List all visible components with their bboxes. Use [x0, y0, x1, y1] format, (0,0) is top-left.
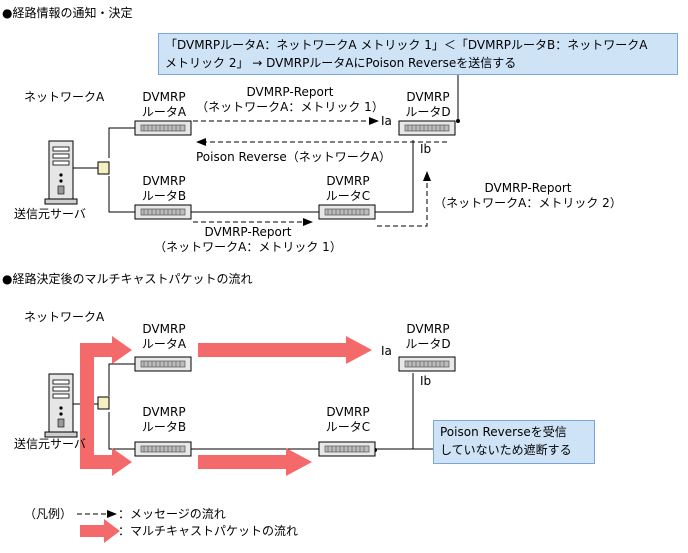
hub-2 — [97, 396, 110, 410]
router-d-2 — [398, 356, 456, 372]
interface-ia-label-1: Ia — [381, 114, 392, 128]
report-c-label: DVMRP-Report（ネットワークA：メトリック 2） — [434, 181, 622, 210]
interface-ib-label-2: Ib — [420, 374, 432, 388]
router-c-1 — [318, 204, 376, 220]
legend-red-arrow — [80, 519, 120, 543]
interface-ib-label-1: Ib — [420, 142, 432, 156]
hub-1 — [97, 161, 110, 175]
network-a-label-2: ネットワークA — [24, 310, 105, 324]
legend-multicast-flow: ：マルチキャストパケットの流れ — [118, 524, 299, 538]
source-server-label-1: 送信元サーバ — [14, 207, 86, 221]
section2-title: ●経路決定後のマルチキャストパケットの流れ — [2, 272, 253, 286]
network-links-2 — [72, 363, 435, 450]
callout-line-1: 「DVMRPルータA：ネットワークA メトリック 1」＜「DVMRPルータB：ネ… — [165, 38, 648, 52]
metric-comparison-callout: 「DVMRPルータA：ネットワークA メトリック 1」＜「DVMRPルータB：ネ… — [158, 33, 678, 75]
block-explanation-callout: Poison Reverseを受信 していないため遮断する — [433, 420, 595, 464]
network-links-1 — [72, 127, 414, 213]
multicast-flow-arrows — [80, 336, 372, 476]
callout-pointer-dot — [456, 119, 460, 123]
report-arrow-c-to-d — [377, 171, 431, 227]
legend-prefix: （凡例） — [24, 507, 73, 521]
source-server-2 — [44, 373, 78, 438]
legend-message-flow: ：メッセージの流れ — [118, 507, 226, 521]
router-a-1 — [134, 120, 192, 136]
router-c-2 — [318, 441, 376, 457]
source-server-1 — [44, 140, 78, 205]
network-a-label-1: ネットワークA — [24, 90, 105, 104]
report-b-label: DVMRP-Report（ネットワークA：メトリック 1） — [154, 225, 342, 254]
router-b-1 — [134, 204, 192, 220]
interface-ia-label-2: Ia — [381, 344, 392, 358]
source-server-label-2: 送信元サーバ — [14, 437, 86, 451]
router-d-1 — [398, 120, 456, 136]
poison-reverse-label: Poison Reverse（ネットワークA） — [196, 150, 391, 164]
callout-line-2: メトリック 2」 → DVMRPルータAにPoison Reverseを送信する — [165, 56, 517, 70]
router-b-2 — [134, 441, 192, 457]
router-a-2 — [134, 356, 192, 372]
report-a-label: DVMRP-Report（ネットワークA：メトリック 1） — [196, 85, 384, 114]
section1-title: ●経路情報の通知・決定 — [2, 6, 133, 20]
